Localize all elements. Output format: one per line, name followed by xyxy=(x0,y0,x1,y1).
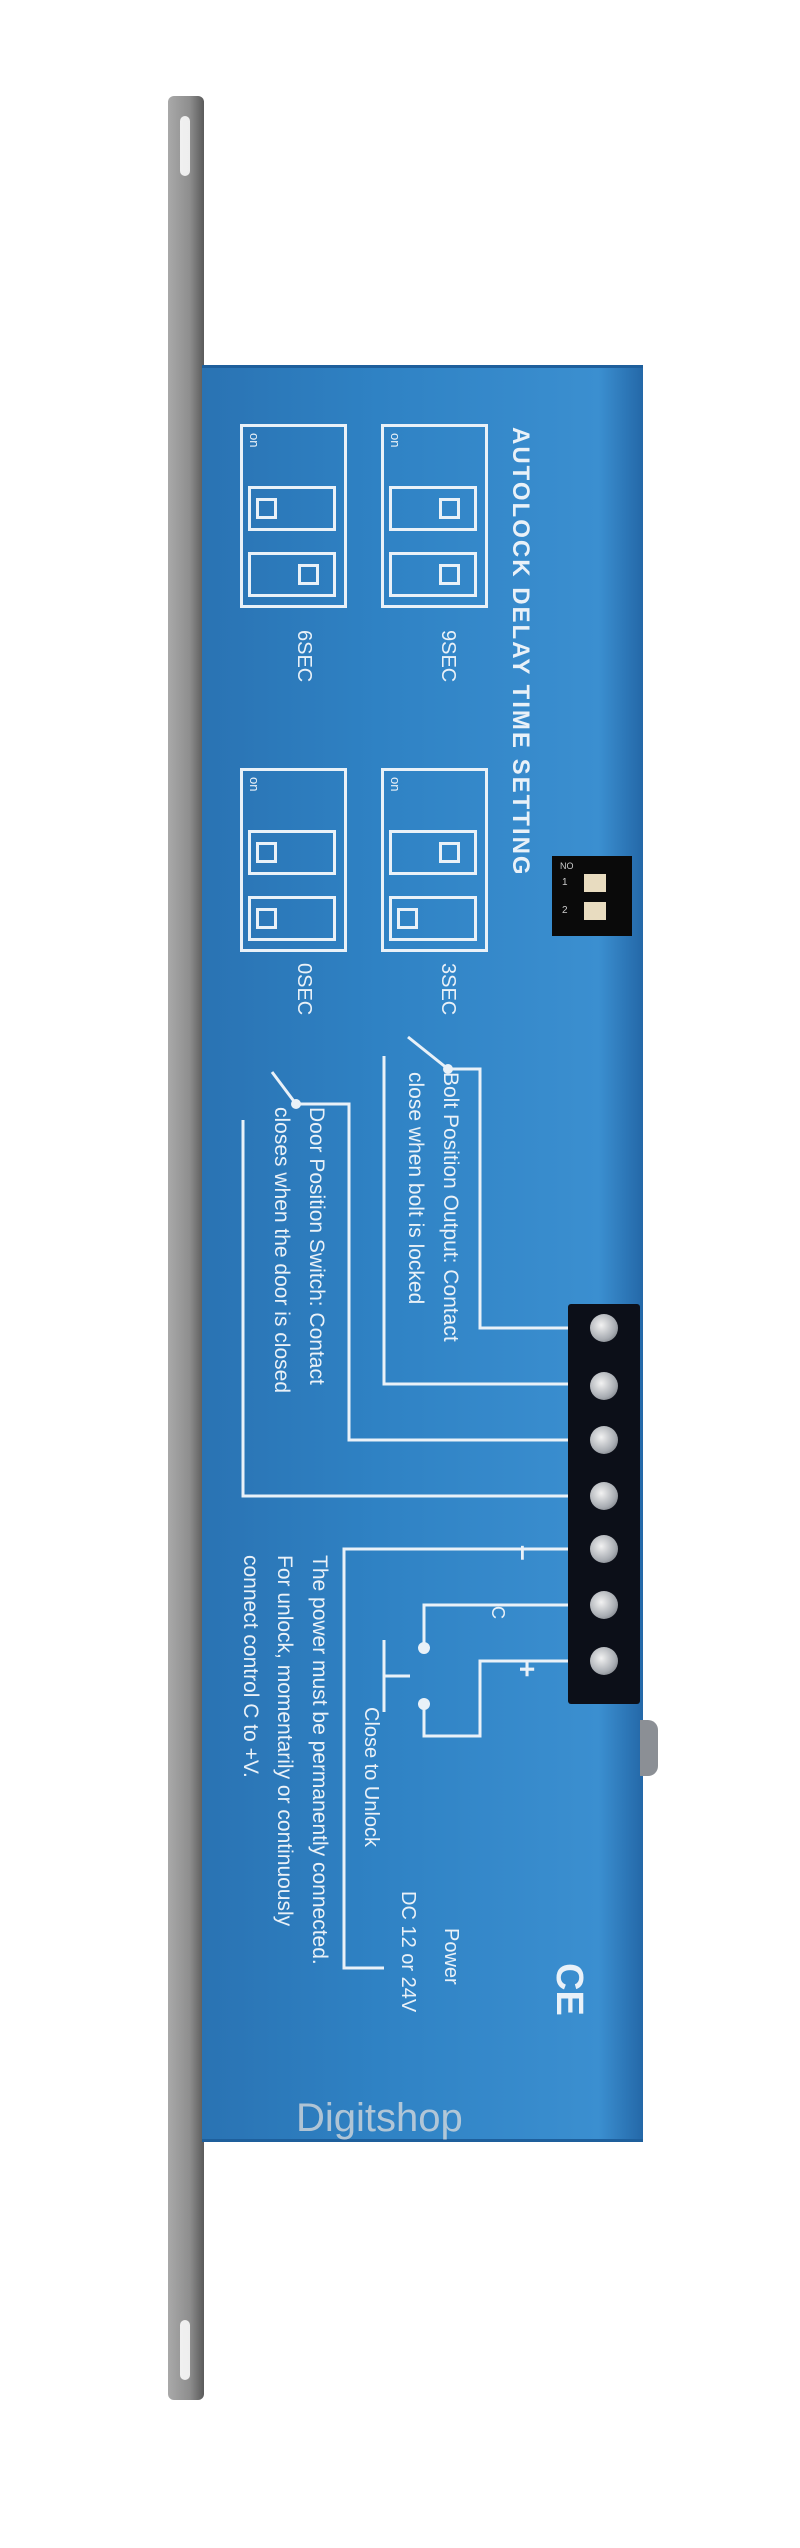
terminal-screw[interactable] xyxy=(590,1535,618,1563)
dip-toggle-2[interactable] xyxy=(584,902,606,920)
dip-switch[interactable]: NO 1 2 xyxy=(552,856,632,936)
watermark: Digitshop xyxy=(296,2096,463,2140)
terminal-screw[interactable] xyxy=(590,1482,618,1510)
mounting-slot xyxy=(180,116,190,176)
dip-no-label: NO xyxy=(560,861,574,871)
dip-1-label: 1 xyxy=(562,877,568,888)
mounting-plate xyxy=(168,96,204,2400)
lock-housing: AUTOLOCK DELAY TIME SETTING on 9SEC on 6… xyxy=(202,365,643,2142)
terminal-screw[interactable] xyxy=(590,1591,618,1619)
terminal-block xyxy=(568,1304,640,1704)
dip-toggle-1[interactable] xyxy=(584,874,606,892)
mounting-slot xyxy=(180,2320,190,2380)
terminal-screw[interactable] xyxy=(590,1314,618,1342)
terminal-screw[interactable] xyxy=(590,1426,618,1454)
dip-2-label: 2 xyxy=(562,905,568,916)
terminal-screw[interactable] xyxy=(590,1372,618,1400)
terminal-screw[interactable] xyxy=(590,1647,618,1675)
housing-screw xyxy=(640,1720,658,1776)
